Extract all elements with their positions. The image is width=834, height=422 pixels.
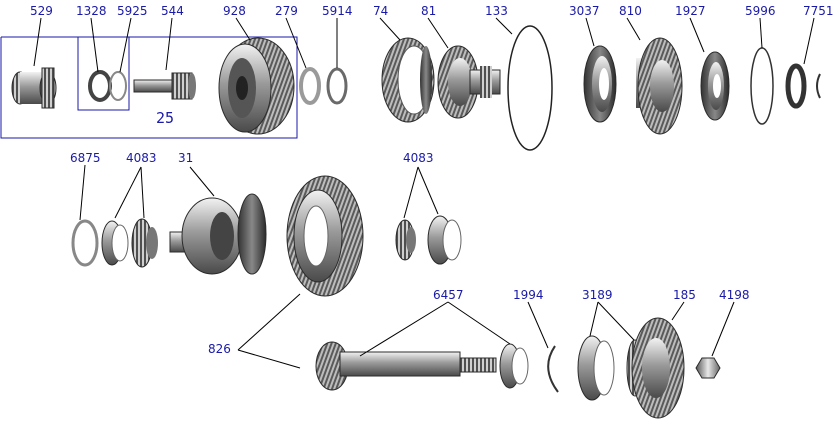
part-3189-race bbox=[577, 335, 615, 401]
part-washer-dark bbox=[785, 63, 807, 109]
callout-4198: 4198 bbox=[719, 288, 750, 302]
callout-7751: 7751 bbox=[803, 4, 834, 18]
callout-1927: 1927 bbox=[675, 4, 706, 18]
callout-81: 81 bbox=[421, 4, 436, 18]
callout-544: 544 bbox=[161, 4, 184, 18]
callout-1994: 1994 bbox=[513, 288, 544, 302]
group-25-outline bbox=[0, 36, 298, 139]
part-1927-bearing bbox=[700, 51, 730, 121]
callout-4083-right: 4083 bbox=[403, 151, 434, 165]
callout-4083-left: 4083 bbox=[126, 151, 157, 165]
part-4083-race-right bbox=[427, 215, 462, 265]
part-74-ring-gear bbox=[381, 37, 435, 123]
part-81-gear-shaft bbox=[437, 45, 501, 119]
part-544-shaft bbox=[133, 72, 196, 100]
callout-5925: 5925 bbox=[117, 4, 148, 18]
part-5925-ring bbox=[109, 71, 127, 101]
part-1994-snap-ring bbox=[547, 345, 559, 393]
callout-133: 133 bbox=[485, 4, 508, 18]
group-label-25: 25 bbox=[156, 109, 174, 127]
callout-928: 928 bbox=[223, 4, 246, 18]
part-826-pinion-shaft bbox=[315, 341, 497, 391]
part-529-splined-sleeve bbox=[11, 67, 57, 109]
callout-5914: 5914 bbox=[322, 4, 353, 18]
part-5996-snap-ring bbox=[750, 47, 774, 125]
part-185-gear bbox=[626, 317, 685, 419]
part-826-ring-gear bbox=[286, 175, 364, 297]
part-7751-clip bbox=[816, 73, 821, 99]
leader-lines bbox=[33, 17, 815, 369]
callout-3189: 3189 bbox=[582, 288, 613, 302]
callout-3037: 3037 bbox=[569, 4, 600, 18]
part-279-washer bbox=[299, 67, 321, 105]
callout-279: 279 bbox=[275, 4, 298, 18]
callout-74: 74 bbox=[373, 4, 388, 18]
callout-810: 810 bbox=[619, 4, 642, 18]
part-4083-bearing-right bbox=[395, 219, 416, 261]
part-4083-race-left bbox=[101, 220, 129, 266]
part-4083-bearing-left bbox=[131, 218, 158, 268]
part-3037-bearing bbox=[583, 45, 617, 123]
part-31-differential bbox=[169, 193, 267, 275]
callout-529: 529 bbox=[30, 4, 53, 18]
callout-1328: 1328 bbox=[76, 4, 107, 18]
part-4198-nut bbox=[695, 357, 721, 379]
part-5914-washer bbox=[326, 67, 348, 105]
callout-185: 185 bbox=[673, 288, 696, 302]
callout-31: 31 bbox=[178, 151, 193, 165]
part-6875-ring bbox=[71, 219, 99, 267]
part-1328-ring bbox=[88, 70, 112, 102]
part-810-gear bbox=[636, 37, 683, 135]
part-928-planet-carrier bbox=[218, 37, 295, 135]
callout-labels: 529 1328 5925 544 928 279 5914 74 81 133… bbox=[30, 4, 834, 356]
callout-5996: 5996 bbox=[745, 4, 776, 18]
part-6457-race bbox=[499, 343, 529, 389]
callout-6875: 6875 bbox=[70, 151, 101, 165]
part-133-snap-ring bbox=[507, 25, 553, 151]
callout-6457: 6457 bbox=[433, 288, 464, 302]
callout-826: 826 bbox=[208, 342, 231, 356]
